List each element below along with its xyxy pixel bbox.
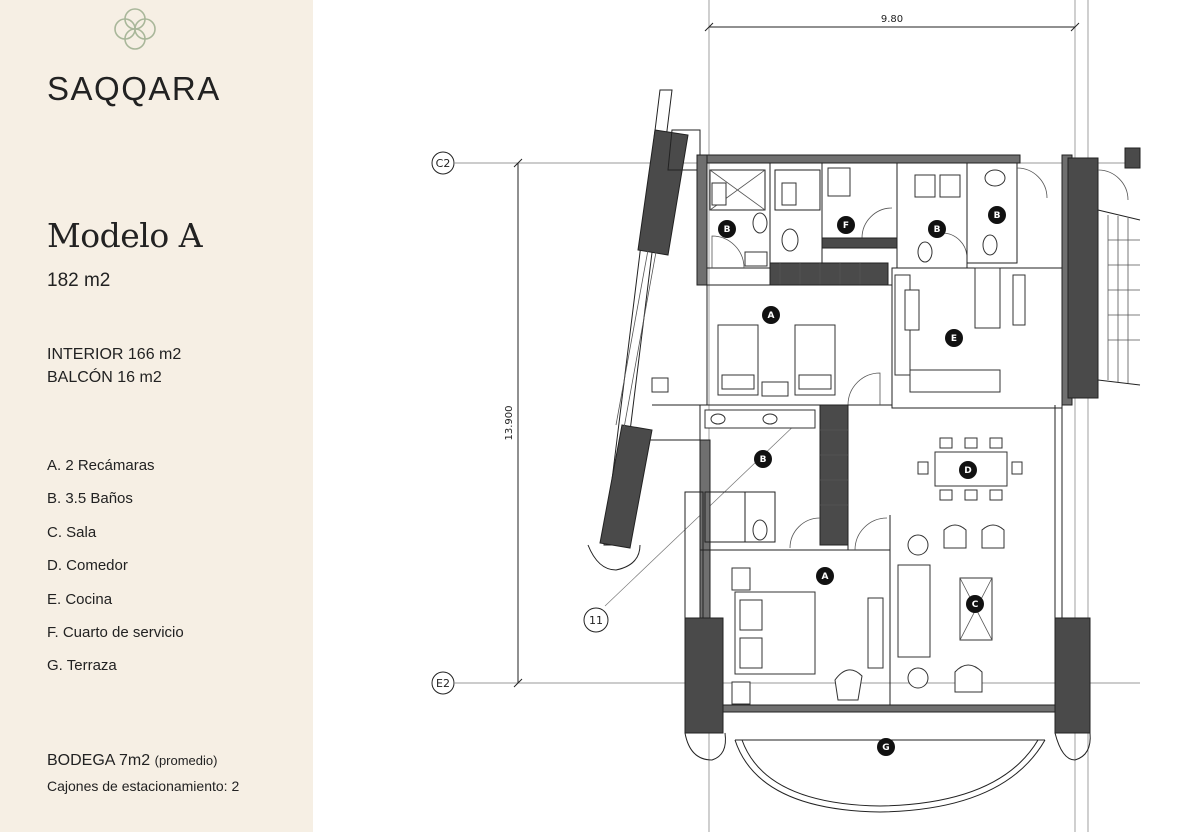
svg-text:C: C xyxy=(972,600,979,610)
svg-text:G: G xyxy=(882,743,889,753)
grid-tag-c2: C2 xyxy=(431,151,455,175)
bedroom-bottom xyxy=(709,517,891,706)
legend-item: A. 2 Recámaras xyxy=(47,457,155,474)
floor-plan: 9.80 13.900 C2 E2 11 xyxy=(313,0,1200,832)
legend-item: B. 3.5 Baños xyxy=(47,490,133,508)
info-panel: SAQQARA Modelo A 182 m2 INTERIOR 166 m2 … xyxy=(0,0,313,832)
storage-label: BODEGA 7m2 xyxy=(47,752,151,769)
svg-text:11: 11 xyxy=(589,614,603,627)
room-marker-d: D xyxy=(959,461,977,479)
saqqara-logo-icon xyxy=(114,8,156,50)
model-area: 182 m2 xyxy=(47,270,111,291)
balcony-area: BALCÓN 16 m2 xyxy=(47,369,162,386)
room-marker-a1: A xyxy=(762,306,780,324)
room-legend: A. 2 Recámaras B. 3.5 Baños C. Sala D. C… xyxy=(47,457,184,691)
room-marker-b2: B xyxy=(928,220,946,238)
room-marker-b1: B xyxy=(718,220,736,238)
floor-plan-drawing: 9.80 13.900 C2 E2 11 xyxy=(431,0,1141,832)
svg-text:B: B xyxy=(760,455,767,465)
room-marker-f: F xyxy=(837,216,855,234)
parking-info: Cajones de estacionamiento: 2 xyxy=(47,778,240,794)
legend-item: E. Cocina xyxy=(47,590,113,608)
stair-core xyxy=(1067,147,1141,399)
grid-tag-e2: E2 xyxy=(431,671,455,695)
top-service-zone xyxy=(706,162,1048,286)
room-marker-b3: B xyxy=(988,206,1006,224)
legend-item: D. Comedor xyxy=(47,557,128,575)
svg-text:E: E xyxy=(951,334,957,344)
svg-text:C2: C2 xyxy=(436,157,451,170)
interior-area: INTERIOR 166 m2 xyxy=(47,346,182,363)
svg-text:A: A xyxy=(822,572,829,582)
svg-text:F: F xyxy=(843,221,849,231)
svg-text:B: B xyxy=(724,225,731,235)
room-marker-a2: A xyxy=(816,567,834,585)
legend-item: F. Cuarto de servicio xyxy=(47,623,184,641)
width-dimension: 9.80 xyxy=(881,14,903,25)
svg-text:A: A xyxy=(768,311,775,321)
grid-tag-11: 11 xyxy=(583,607,609,633)
svg-text:D: D xyxy=(964,466,971,476)
bathroom-middle xyxy=(699,404,849,551)
bedroom-top xyxy=(651,284,893,406)
model-title: Modelo A xyxy=(47,216,203,255)
room-marker-c: C xyxy=(966,595,984,613)
legend-item: C. Sala xyxy=(47,523,97,541)
diagonal-facade xyxy=(587,89,701,571)
bottom-side-walls xyxy=(684,491,1091,761)
storage-note: (promedio) xyxy=(154,753,218,768)
living-area xyxy=(889,515,1005,705)
svg-text:E2: E2 xyxy=(436,677,450,690)
storage-info: BODEGA 7m2 (promedio) xyxy=(47,752,217,770)
room-marker-b4: B xyxy=(754,450,772,468)
room-marker-g: G xyxy=(877,738,895,756)
svg-text:B: B xyxy=(994,211,1001,221)
brand-name: SAQQARA xyxy=(47,70,221,107)
legend-item: G. Terraza xyxy=(47,657,117,675)
svg-text:B: B xyxy=(934,225,941,235)
height-dimension: 13.900 xyxy=(504,406,515,441)
room-marker-e: E xyxy=(945,329,963,347)
kitchen xyxy=(891,267,1063,409)
